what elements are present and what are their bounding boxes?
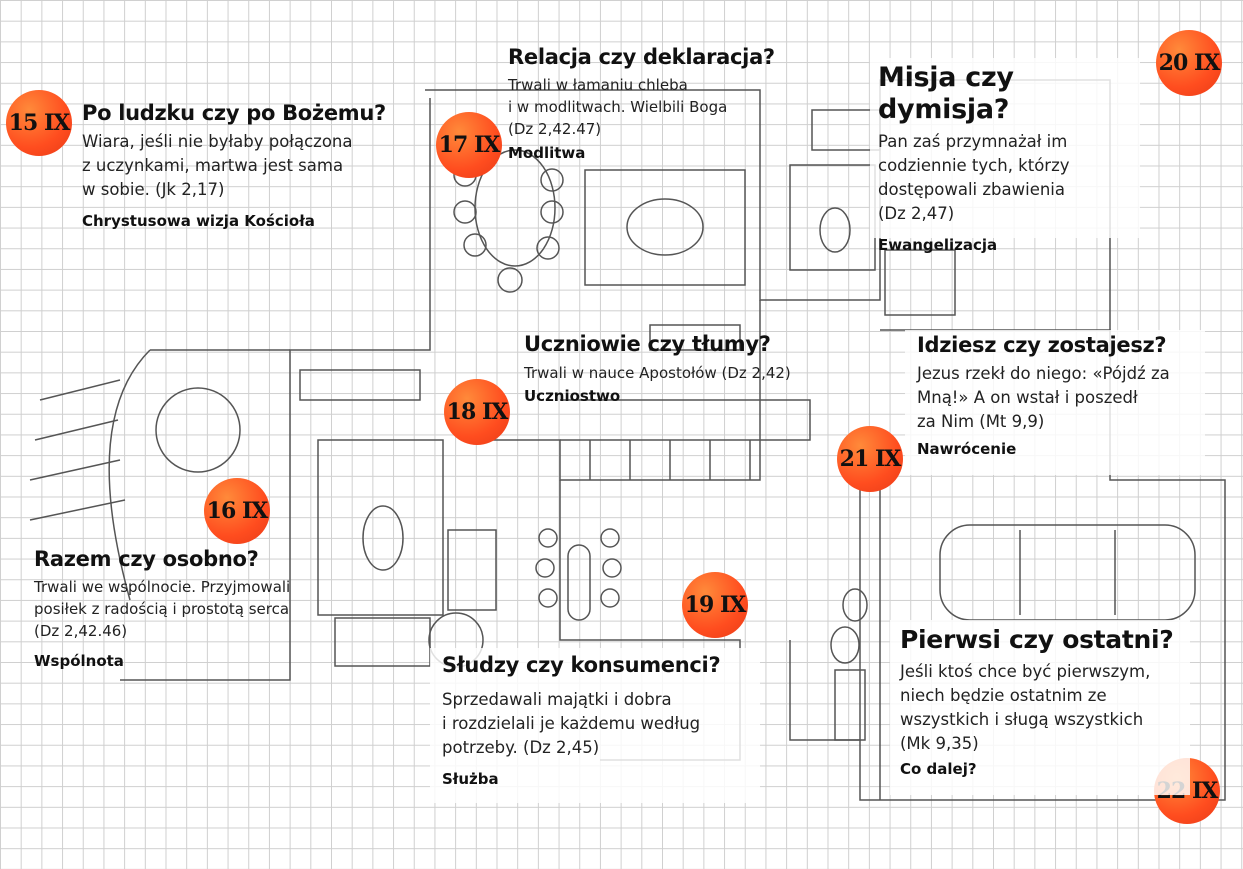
section-tag: Modlitwa [508, 144, 586, 162]
section-tag: Wspólnota [34, 652, 124, 670]
section-card-17: Relacja czy deklaracja? Trwali w łamaniu… [508, 44, 778, 162]
section-tag: Ewangelizacja [878, 236, 998, 254]
day-badge-17: 17 IX [436, 112, 502, 178]
section-card-20: Misja czy dymisja? Pan zaś przymnażał im… [870, 58, 1140, 254]
section-card-21: Idziesz czy zostajesz? Jezus rzekł do ni… [905, 330, 1205, 475]
section-title: Po ludzku czy po Bożemu? [82, 101, 386, 125]
section-tag: Co dalej? [900, 760, 977, 778]
section-card-19: Słudzy czy konsumenci? Sprzedawali mająt… [430, 648, 760, 803]
section-quote: Trwali w łamaniu chleba i w modlitwach. … [508, 76, 728, 138]
day-badge-20: 20 IX [1156, 30, 1222, 96]
section-title: Relacja czy deklaracja? [508, 45, 775, 69]
section-quote: Wiara, jeśli nie byłaby połączona z uczy… [82, 132, 353, 199]
section-quote: Trwali w nauce Apostołów (Dz 2,42) [524, 364, 791, 382]
section-title: Razem czy osobno? [34, 547, 259, 571]
section-card-22: Pierwsi czy ostatni? Jeśli ktoś chce być… [890, 620, 1190, 795]
section-title: Słudzy czy konsumenci? [442, 653, 721, 677]
section-card-18: Uczniowie czy tłumy? Trwali w nauce Apos… [524, 331, 844, 405]
section-title: Misja czy dymisja? [878, 62, 1014, 125]
day-badge-18: 18 IX [444, 379, 510, 445]
section-title: Idziesz czy zostajesz? [917, 333, 1167, 357]
day-badge-19: 19 IX [682, 572, 748, 638]
section-tag: Uczniostwo [524, 387, 621, 405]
day-badge-15: 15 IX [6, 90, 72, 156]
section-card-16: Razem czy osobno? Trwali we wspólnocie. … [34, 546, 344, 670]
section-quote: Jezus rzekł do niego: «Pójdź za Mną!» A … [917, 364, 1170, 431]
section-tag: Służba [442, 770, 499, 788]
section-title: Pierwsi czy ostatni? [900, 625, 1174, 654]
day-badge-21: 21 IX [837, 426, 903, 492]
section-tag: Nawrócenie [917, 440, 1017, 458]
section-quote: Pan zaś przymnażał im codziennie tych, k… [878, 132, 1070, 223]
section-quote: Sprzedawali majątki i dobra i rozdzielal… [442, 690, 701, 757]
day-badge-16: 16 IX [204, 478, 270, 544]
section-card-15: Po ludzku czy po Bożemu? Wiara, jeśli ni… [82, 100, 412, 230]
section-quote: Jeśli ktoś chce być pierwszym, niech będ… [900, 662, 1151, 753]
section-title: Uczniowie czy tłumy? [524, 332, 771, 356]
section-tag: Chrystusowa wizja Kościoła [82, 212, 315, 230]
section-quote: Trwali we wspólnocie. Przyjmowali posiłe… [34, 578, 291, 640]
